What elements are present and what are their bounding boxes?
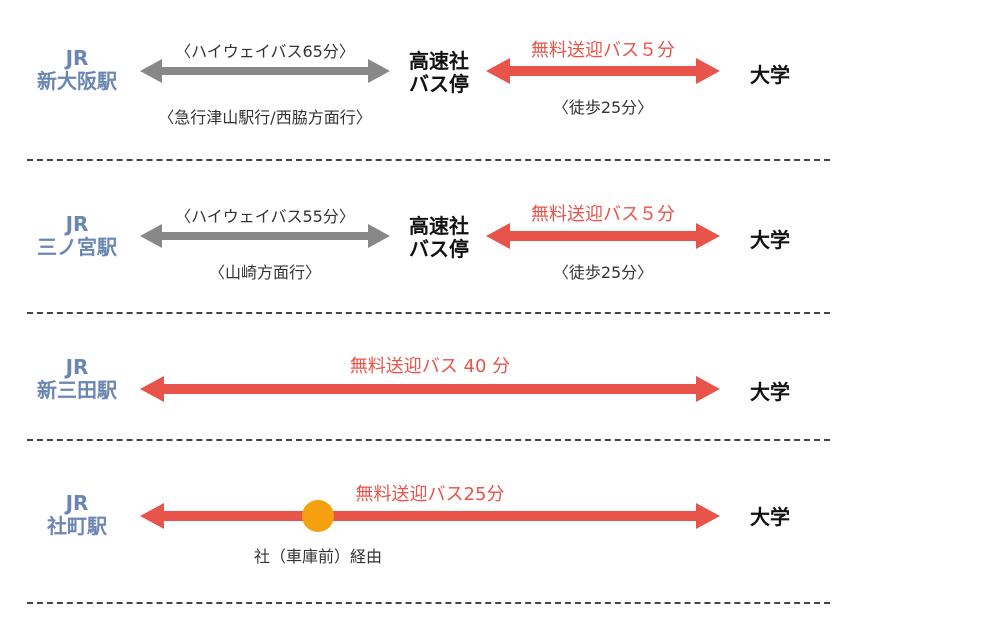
- station-yashiro-cho: JR 社町駅: [22, 492, 132, 538]
- station-name: 新三田駅: [37, 378, 117, 402]
- highway-bus-label: 〈ハイウェイバス65分〉: [175, 42, 355, 61]
- shuttle-bus-arrow: [140, 376, 720, 402]
- highway-bus-stop: 高速社 バス停: [401, 215, 477, 261]
- highway-bus-arrow: [140, 59, 390, 83]
- station-name: 三ノ宮駅: [37, 235, 117, 259]
- station-sannomiya: JR 三ノ宮駅: [22, 213, 132, 259]
- bus-stop-line2: バス停: [409, 72, 469, 96]
- shuttle-bus-arrow: [486, 223, 720, 249]
- via-stop-marker: [302, 500, 334, 532]
- destination-university: 大学: [750, 505, 790, 529]
- bus-stop-line2: バス停: [409, 237, 469, 261]
- destination-university: 大学: [750, 380, 790, 404]
- shuttle-bus-label: 無料送迎バス 40 分: [349, 356, 511, 377]
- station-name: 社町駅: [47, 514, 107, 538]
- station-shin-sanda: JR 新三田駅: [22, 356, 132, 402]
- station-line-label: JR: [65, 212, 89, 236]
- shuttle-bus-label: 無料送迎バス５分: [531, 40, 675, 61]
- station-line-label: JR: [65, 491, 89, 515]
- shuttle-bus-arrow: [486, 58, 720, 84]
- route-divider: [27, 159, 830, 161]
- highway-bus-stop: 高速社 バス停: [401, 50, 477, 96]
- highway-bus-destination-note: 〈山崎方面行〉: [208, 263, 321, 282]
- station-line-label: JR: [65, 46, 89, 70]
- bus-stop-line1: 高速社: [409, 49, 469, 73]
- highway-bus-arrow: [140, 224, 390, 248]
- station-shin-osaka: JR 新大阪駅: [22, 47, 132, 93]
- walk-time-note: 〈徒歩25分〉: [552, 98, 654, 117]
- highway-bus-destination-note: 〈急行津山駅行/西脇方面行〉: [158, 108, 372, 127]
- shuttle-bus-label: 無料送迎バス５分: [531, 204, 675, 225]
- station-line-label: JR: [65, 355, 89, 379]
- route-divider: [27, 312, 830, 314]
- highway-bus-label: 〈ハイウェイバス55分〉: [175, 207, 355, 226]
- walk-time-note: 〈徒歩25分〉: [552, 263, 654, 282]
- route-divider: [27, 602, 830, 604]
- destination-university: 大学: [750, 63, 790, 87]
- destination-university: 大学: [750, 228, 790, 252]
- shuttle-bus-label: 無料送迎バス25分: [355, 484, 505, 505]
- bus-stop-line1: 高速社: [409, 214, 469, 238]
- route-divider: [27, 439, 830, 441]
- station-name: 新大阪駅: [37, 69, 117, 93]
- via-stop-note: 社（車庫前）経由: [253, 547, 382, 566]
- shuttle-bus-arrow: [140, 503, 720, 529]
